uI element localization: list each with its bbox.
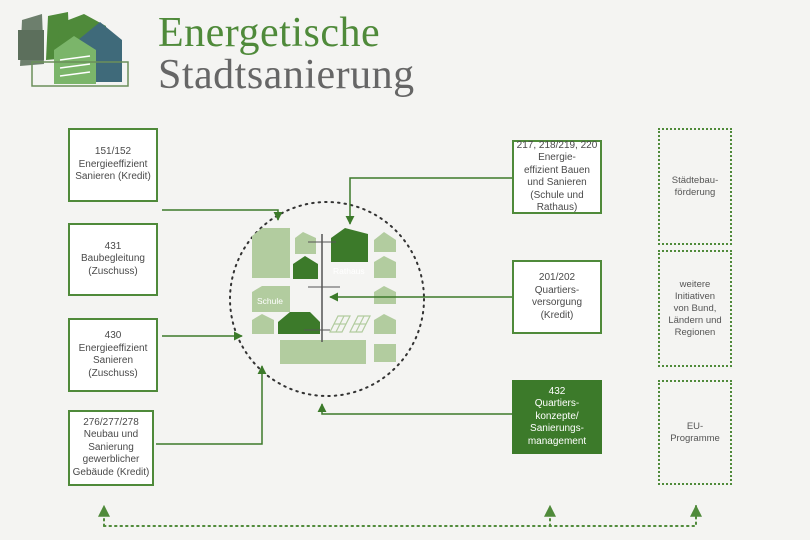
logo-houses-icon: [14, 12, 136, 90]
title-line-2: Stadtsanierung: [158, 52, 415, 98]
program-box-432: 432 Quartiers- konzepte/ Sanierungs- man…: [512, 380, 602, 454]
page-title: Energetische Stadtsanierung: [158, 12, 415, 96]
district-buildings: [252, 228, 396, 364]
program-box-217-220: 217, 218/219, 220 Energie- effizient Bau…: [512, 140, 602, 214]
program-box-431: 431 Baubegleitung (Zuschuss): [68, 223, 158, 296]
schule-label: Schule: [257, 296, 283, 306]
program-box-201-202: 201/202 Quartiers- versorgung (Kredit): [512, 260, 602, 334]
funding-box-initiativen: weitere Initiativen von Bund, Ländern un…: [658, 250, 732, 367]
funding-box-staedtebau: Städtebau- förderung: [658, 128, 732, 245]
district-circle: [229, 201, 425, 397]
program-box-430: 430 Energieeffizient Sanieren (Zuschuss): [68, 318, 158, 392]
rathaus-label: Rathaus: [333, 266, 365, 276]
program-box-276-277-278: 276/277/278 Neubau und Sanierung gewerbl…: [68, 410, 154, 486]
title-line-1: Energetische: [158, 10, 381, 56]
program-box-151-152: 151/152 Energieeffizient Sanieren (Kredi…: [68, 128, 158, 202]
solar-panels-icon: [329, 315, 371, 333]
funding-box-eu: EU- Programme: [658, 380, 732, 485]
